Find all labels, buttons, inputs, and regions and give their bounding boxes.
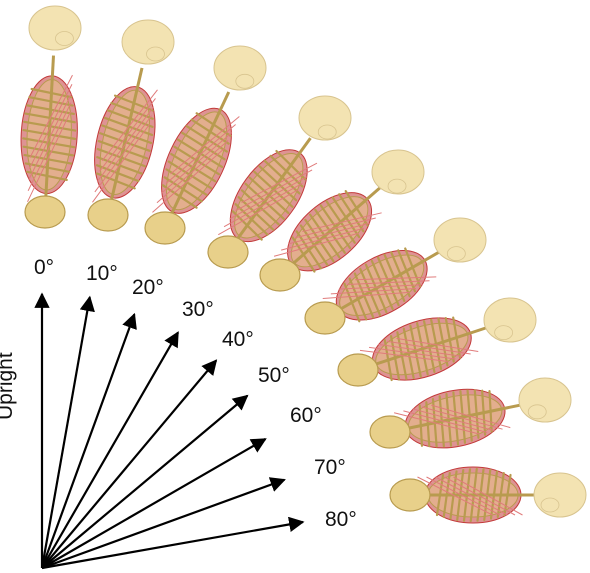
angle-label-80: 80° [325, 508, 357, 532]
trunk-model-80 [390, 467, 586, 523]
pelvis [305, 302, 345, 334]
skull [29, 6, 81, 50]
trunk-model-0 [18, 6, 81, 228]
pelvis [25, 196, 65, 228]
jaw [528, 405, 546, 419]
jaw [236, 74, 254, 88]
jaw [55, 32, 73, 46]
angle-label-40: 40° [222, 328, 254, 352]
pelvis [370, 416, 410, 448]
angle-label-60: 60° [290, 404, 322, 428]
pelvis [145, 212, 185, 244]
jaw [388, 179, 406, 193]
angle-label-50: 50° [258, 364, 290, 388]
jaw [495, 326, 513, 340]
angle-label-30: 30° [182, 298, 214, 322]
trunk-model-70 [370, 378, 571, 456]
pelvis [338, 354, 378, 386]
upright-axis-label: Upright [0, 352, 18, 420]
angle-label-0: 0° [34, 256, 54, 280]
angle-arrows [42, 294, 303, 568]
angle-label-70: 70° [314, 456, 346, 480]
pelvis [390, 479, 430, 511]
jaw [318, 125, 336, 139]
pelvis [88, 199, 128, 231]
angle-label-10: 10° [86, 262, 118, 286]
angle-label-20: 20° [132, 276, 164, 300]
jaw [447, 247, 465, 261]
pelvis [260, 259, 300, 291]
skull [534, 473, 586, 517]
pelvis [208, 236, 248, 268]
jaw [146, 47, 164, 61]
jaw [541, 498, 559, 512]
